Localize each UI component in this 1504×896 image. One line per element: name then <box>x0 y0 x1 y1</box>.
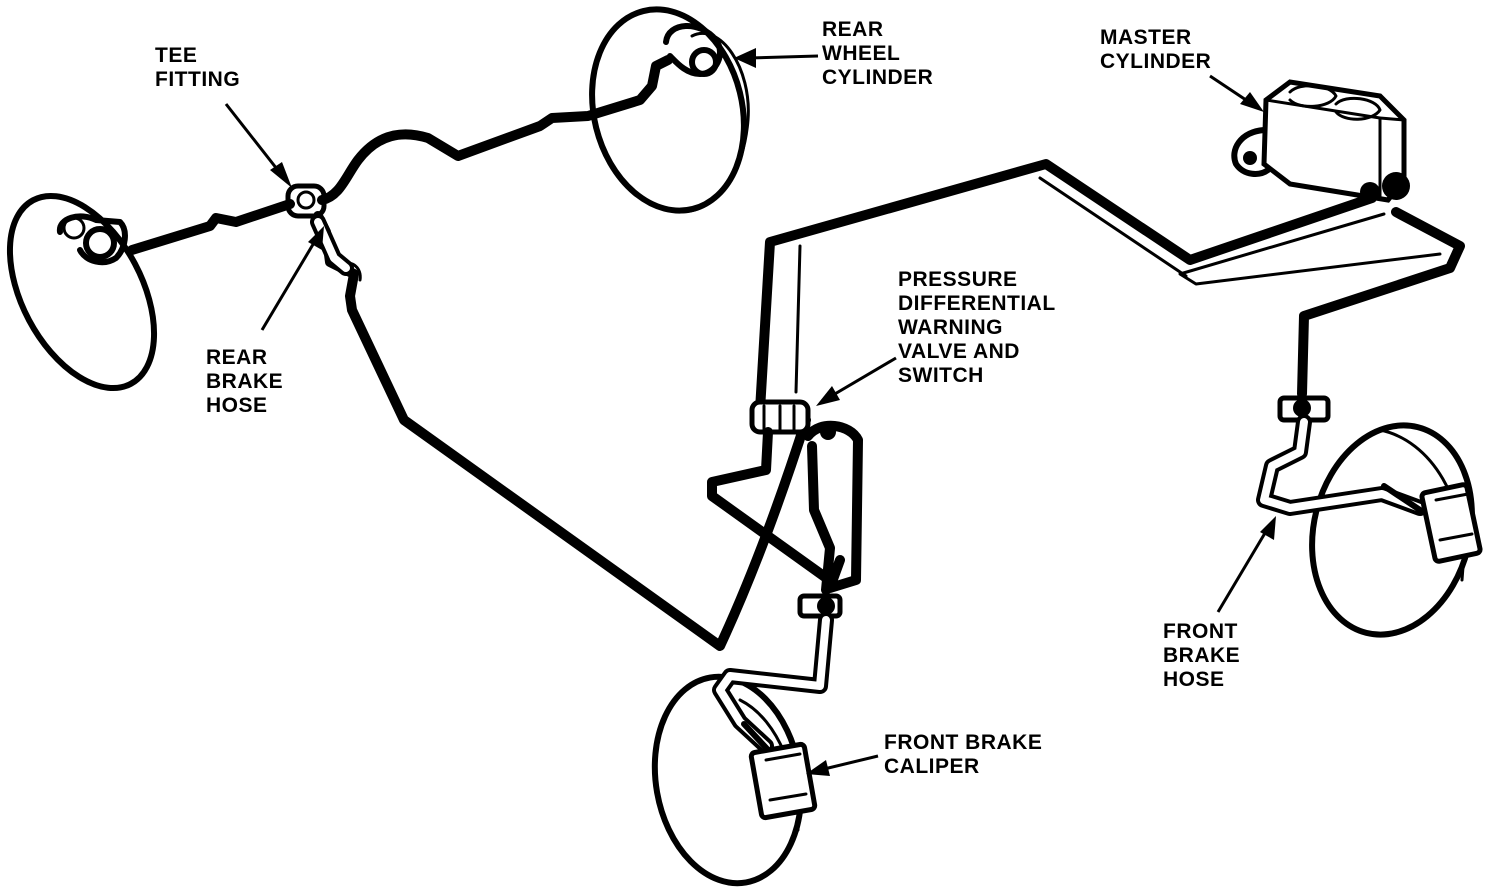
label-line: VALVE AND <box>898 340 1020 363</box>
rear-brake-hose <box>310 214 354 276</box>
left-front-hose-caliper <box>712 593 843 821</box>
label-rear-brake-hose: REAR BRAKE HOSE <box>206 346 283 418</box>
leader-arrows <box>224 48 1276 776</box>
label-line: HOSE <box>206 394 268 417</box>
front-brake-lines <box>755 159 1465 415</box>
label-rear-wheel-cylinder: REAR WHEEL CYLINDER <box>822 18 933 90</box>
label-line: REAR <box>206 346 268 369</box>
arrow-rear-wheel-cylinder <box>734 48 819 68</box>
right-front-hose-caliper <box>1256 395 1483 564</box>
label-line: CYLINDER <box>822 66 934 89</box>
label-line: SWITCH <box>898 364 984 387</box>
label-master-cylinder: MASTER CYLINDER <box>1100 26 1211 74</box>
rear-brake-lines <box>127 55 811 651</box>
pressure-differential-valve <box>707 399 863 595</box>
master-cylinder <box>1231 79 1410 203</box>
arrow-master-cylinder <box>1209 74 1264 112</box>
label-front-brake-hose: FRONT BRAKE HOSE <box>1163 620 1240 692</box>
label-line: CYLINDER <box>1100 50 1212 73</box>
arrow-rear-brake-hose <box>260 226 324 331</box>
label-line: FRONT <box>1163 620 1238 643</box>
label-line: TEE <box>155 44 198 67</box>
left-rear-wheel <box>6 192 158 392</box>
label-front-brake-caliper: FRONT BRAKE CALIPER <box>884 731 1042 779</box>
label-line: BRAKE <box>206 370 284 393</box>
label-tee-fitting: TEE FITTING <box>155 44 240 92</box>
arrow-pressure-valve <box>816 356 897 406</box>
arrow-tee-fitting <box>224 103 292 188</box>
label-line: MASTER <box>1100 26 1192 49</box>
label-line: DIFFERENTIAL <box>898 292 1056 315</box>
label-line: CALIPER <box>884 755 980 778</box>
label-pressure-differential-valve: PRESSURE DIFFERENTIAL WARNING VALVE AND … <box>898 268 1056 388</box>
label-line: HOSE <box>1163 668 1225 691</box>
arrow-front-brake-caliper <box>806 754 879 776</box>
label-line: FRONT BRAKE <box>884 731 1043 754</box>
right-rear-wheel <box>589 6 750 214</box>
label-line: REAR <box>822 18 884 41</box>
label-line: BRAKE <box>1163 644 1241 667</box>
label-line: WHEEL <box>822 42 901 65</box>
label-line: FITTING <box>155 68 241 91</box>
arrow-front-brake-hose <box>1216 516 1276 613</box>
label-line: WARNING <box>898 316 1003 339</box>
label-line: PRESSURE <box>898 268 1018 291</box>
